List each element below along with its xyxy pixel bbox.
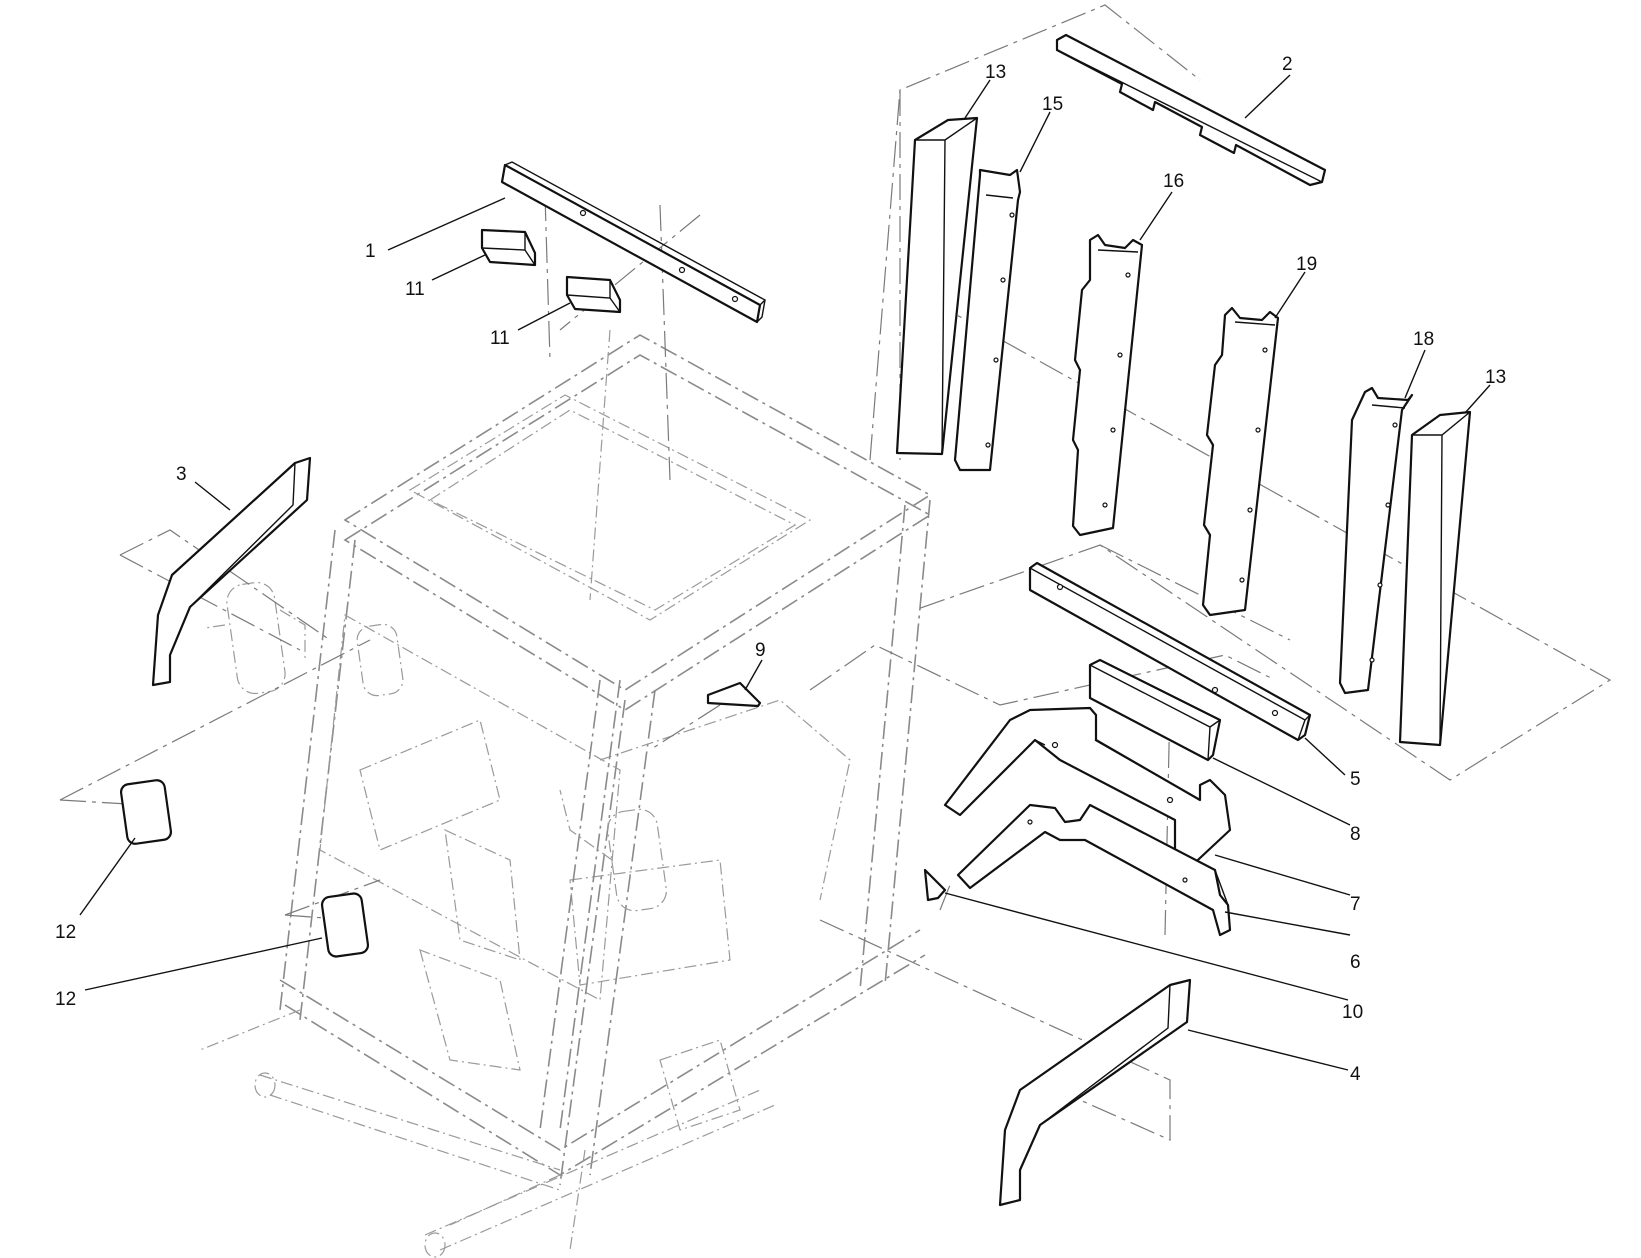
callout-12-center: 12 (55, 989, 76, 1010)
callout-11-upper: 11 (405, 279, 425, 300)
part-10-wedge (923, 868, 947, 902)
part-11-block-lower (565, 275, 622, 314)
part-11-block-upper (480, 228, 537, 267)
callout-18: 18 (1413, 329, 1434, 350)
callout-8: 8 (1350, 824, 1361, 845)
callout-10: 10 (1342, 1002, 1363, 1023)
part-6-base (956, 803, 1232, 937)
part-12-pad-left (119, 779, 173, 845)
part-15-panel (953, 168, 1022, 472)
callout-13-left: 13 (985, 62, 1006, 83)
callout-4: 4 (1350, 1064, 1361, 1085)
part-4-curved-strip (998, 978, 1192, 1207)
callout-5: 5 (1350, 769, 1361, 790)
part-1-top-bar (500, 161, 767, 324)
callout-9: 9 (755, 640, 766, 661)
part-19-panel (1201, 306, 1280, 617)
callout-19: 19 (1296, 254, 1317, 275)
callout-15: 15 (1042, 94, 1063, 115)
part-7-bracket (943, 706, 1232, 874)
callout-11-lower: 11 (490, 328, 510, 349)
part-12-pad-center (320, 892, 370, 958)
callout-labels: 1 2 3 4 5 6 7 8 9 10 11 11 12 12 13 13 1… (55, 54, 1506, 1085)
part-8-block (1088, 658, 1222, 762)
callout-6: 6 (1350, 952, 1361, 973)
part-13-panel-left (895, 116, 979, 456)
part-3-curved-strip (151, 456, 312, 687)
part-2-stepped-bar (1055, 33, 1327, 187)
mirror-center-left (356, 623, 404, 697)
callout-2: 2 (1282, 54, 1293, 75)
callout-12-left: 12 (55, 922, 76, 943)
callout-16: 16 (1163, 171, 1184, 192)
part-13-panel-right (1398, 410, 1472, 747)
mirror-left (204, 581, 306, 695)
part-9-wedge (706, 681, 762, 708)
part-16-panel (1071, 233, 1144, 537)
callout-7: 7 (1350, 894, 1361, 915)
callout-1: 1 (365, 241, 376, 262)
leader-lines (79, 74, 1491, 1071)
cab-frame (199, 329, 932, 1258)
callout-13-right: 13 (1485, 367, 1506, 388)
mirror-right (559, 789, 667, 912)
part-5-bar (1028, 561, 1312, 742)
part-18-panel (1338, 386, 1414, 695)
callout-3: 3 (176, 464, 187, 485)
